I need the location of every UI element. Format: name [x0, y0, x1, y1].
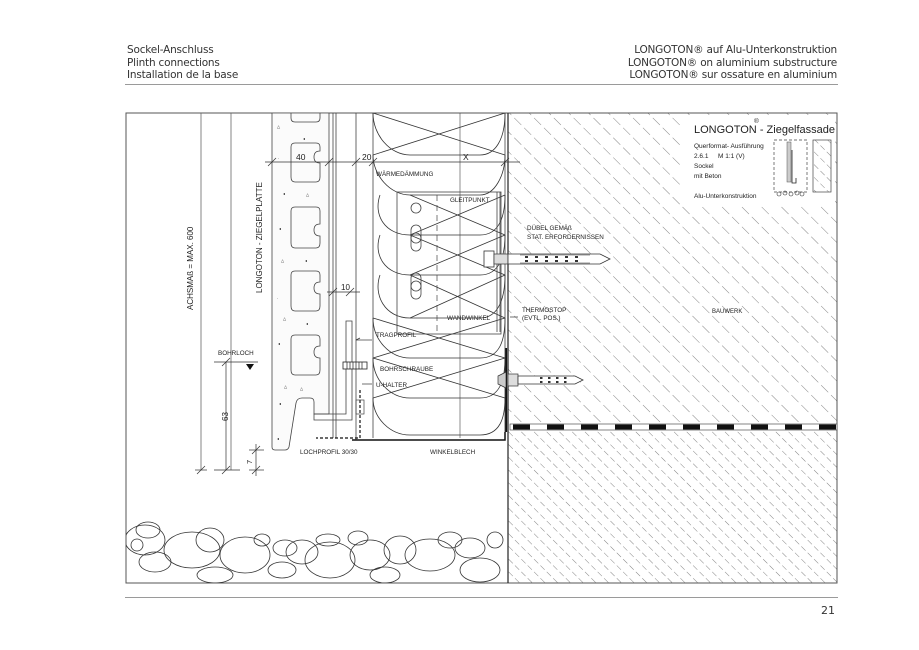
- svg-text:△: △: [284, 384, 288, 389]
- dowel-anchor-top: [483, 250, 611, 268]
- bracket-holes: [410, 202, 422, 300]
- registered-mark: ®: [754, 117, 759, 125]
- dim-20: 20: [362, 152, 372, 162]
- winkelblech-label: WINKELBLECH: [430, 449, 476, 456]
- dim-40: 40: [296, 152, 306, 162]
- foundation-hatch: [508, 430, 837, 583]
- title-code: 2.6.1: [694, 153, 709, 160]
- dim-63: 63: [221, 412, 230, 421]
- lochprofil-label: LOCHPROFIL 30/30: [300, 449, 358, 456]
- header-right-fr: LONGOTON® sur ossature en aluminium: [629, 69, 837, 81]
- thermostop-label-2: (EVTL. POS.): [522, 315, 561, 322]
- page-number: 21: [821, 604, 835, 617]
- header-left-fr: Installation de la base: [127, 69, 239, 81]
- footer-rule: [125, 597, 838, 598]
- dim-x: X: [463, 152, 469, 162]
- svg-text:△: △: [283, 316, 287, 321]
- duebel-label-1: DÜBEL GEMÄß: [527, 224, 572, 232]
- svg-text:△: △: [300, 386, 304, 391]
- header-rule: [125, 84, 838, 85]
- bauwerk-label: BAUWERK: [712, 309, 742, 315]
- duebel-label-2: STAT. ERFORDERNISSEN: [527, 234, 604, 241]
- svg-text:△: △: [281, 258, 285, 263]
- title-line-3: Sockel: [694, 163, 714, 170]
- damp-proof-course: [513, 424, 836, 430]
- header-left: Sockel-Anschluss Plinth connections Inst…: [127, 44, 238, 82]
- svg-text:◂: ◂: [278, 341, 280, 346]
- svg-text:◂: ◂: [303, 136, 305, 141]
- title-block: LONGOTON - Ziegelfassade ® Querformat- A…: [694, 117, 835, 200]
- title-brand: LONGOTON - Ziegelfassade: [694, 124, 835, 136]
- svg-text:·: ·: [277, 296, 278, 301]
- dim-10: 10: [341, 283, 350, 292]
- waermedaemmung-label: WÄRMEDÄMMUNG: [376, 170, 433, 178]
- svg-text:◂: ◂: [306, 321, 308, 326]
- bohrloch-marker: [246, 364, 254, 370]
- gravel-pattern: [126, 521, 504, 583]
- svg-text:△: △: [277, 124, 281, 129]
- dim-7: 7: [245, 460, 254, 464]
- svg-text:◂: ◂: [283, 191, 285, 196]
- bohrloch-label: BOHRLOCH: [218, 350, 254, 357]
- title-thumbnail: [773, 139, 832, 197]
- header-right-de: LONGOTON® auf Alu-Unterkonstruktion: [634, 44, 837, 56]
- concrete-speckle: △ ◂ · ◂ △ ◂ △ ◂ · △ ◂ ◂ △ ◂ △ ◂: [277, 124, 310, 441]
- svg-text:◂: ◂: [279, 401, 281, 406]
- svg-text:◂: ◂: [279, 226, 281, 231]
- dowel-anchor-bottom: [497, 371, 584, 389]
- tragprofil-label: TRAGPROFIL: [376, 332, 417, 339]
- title-line-1: Querformat- Ausführung: [694, 143, 764, 150]
- svg-text:△: △: [306, 192, 310, 197]
- drawing-labels: ACHSMAß = MAX. 600 LONGOTON - ZIEGELPLAT…: [186, 152, 742, 464]
- thermostop-label-1: THERMOSTOP: [522, 307, 566, 314]
- bohrschraube-label: BOHRSCHRAUBE: [380, 366, 433, 373]
- gleitpunkt-label: GLEITPUNKT: [450, 197, 490, 204]
- ziegelplatte-label: LONGOTON - ZIEGELPLATTE: [255, 182, 264, 293]
- dimension-lines: [195, 157, 520, 476]
- u-halter-label: U-HALTER: [376, 382, 407, 389]
- svg-text:◂: ◂: [277, 436, 279, 441]
- title-line-4: mit Beton: [694, 173, 722, 180]
- header-right: LONGOTON® auf Alu-Unterkonstruktion LONG…: [628, 44, 837, 82]
- svg-text:·: ·: [278, 156, 279, 161]
- achsmass-label: ACHSMAß = MAX. 600: [186, 226, 195, 310]
- title-line-5: Alu-Unterkonstruktion: [694, 193, 757, 200]
- header-left-en: Plinth connections: [127, 56, 220, 69]
- drill-screw: [342, 361, 368, 370]
- wandwinkel-label: WANDWINKEL: [447, 315, 491, 322]
- header-left-de: Sockel-Anschluss: [127, 44, 214, 56]
- tile-cavities: [290, 113, 321, 376]
- header-right-en: LONGOTON® on aluminium substructure: [627, 56, 837, 69]
- svg-text:◂: ◂: [305, 258, 307, 263]
- title-scale: M 1:1 (V): [718, 153, 745, 160]
